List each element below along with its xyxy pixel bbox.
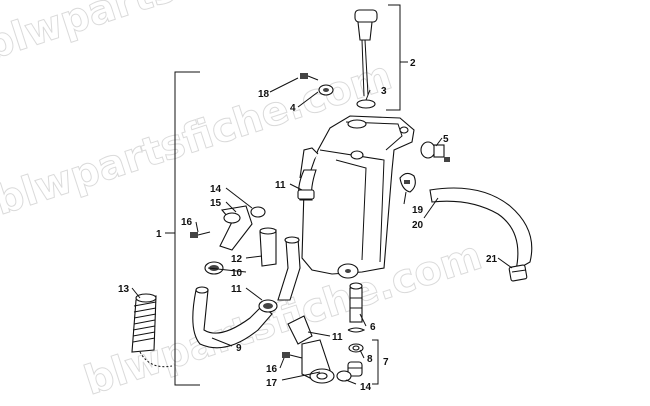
tank-hose-11 — [297, 169, 317, 201]
hose-end-21 — [508, 264, 528, 282]
hose-12 — [259, 227, 277, 267]
callout-13: 13 — [118, 284, 130, 295]
dipstick-cap — [354, 9, 378, 109]
hose-lower-11 — [287, 315, 313, 345]
gasket-14-upper — [250, 206, 266, 218]
callout-10: 10 — [231, 268, 243, 279]
callout-17: 17 — [266, 378, 278, 389]
callout-14-lower: 14 — [360, 382, 372, 393]
bracket-1 — [165, 71, 200, 386]
callout-2: 2 — [410, 58, 416, 69]
callout-14-upper: 14 — [210, 184, 222, 195]
callout-19: 19 — [412, 205, 424, 216]
callout-8: 8 — [367, 354, 373, 365]
fitting-5 — [420, 141, 450, 162]
bracket-7 — [372, 339, 379, 385]
neck-17 — [301, 339, 335, 384]
hose-9 — [192, 286, 273, 349]
callout-20: 20 — [412, 220, 424, 231]
clamp-10 — [204, 261, 224, 275]
reservoir-tank — [299, 115, 415, 279]
callout-9: 9 — [236, 343, 242, 354]
clamp-19 — [399, 172, 416, 193]
callout-1: 1 — [156, 229, 162, 240]
callout-18: 18 — [258, 89, 270, 100]
bolt-18 — [300, 73, 319, 81]
callout-21: 21 — [486, 254, 498, 265]
neck-15 — [219, 205, 253, 251]
drain-plug — [347, 361, 363, 377]
clamp-11-lower — [258, 299, 278, 313]
bolt-16-lower — [282, 352, 303, 359]
callout-3: 3 — [381, 86, 387, 97]
gasket-14-lower — [336, 370, 352, 382]
fitting-4 — [318, 84, 334, 96]
callout-16-lower: 16 — [266, 364, 278, 375]
callout-16-upper: 16 — [181, 217, 193, 228]
callout-11-upper: 11 — [275, 180, 286, 191]
callout-15: 15 — [210, 198, 222, 209]
callout-labels: 1 2 3 4 5 6 7 8 9 10 11 11 11 12 13 14 1… — [118, 58, 498, 393]
hose-right-11 — [277, 236, 301, 301]
callout-11-middle: 11 — [231, 284, 242, 295]
watermark-line: blwpartsfiche.com — [0, 0, 387, 70]
leader-lines — [131, 77, 513, 385]
callout-4: 4 — [290, 103, 296, 114]
bracket-2 — [386, 4, 408, 111]
corrugated-hose-13 — [131, 293, 173, 368]
callout-11-lower: 11 — [332, 332, 343, 343]
callout-5: 5 — [443, 134, 449, 145]
callout-7: 7 — [383, 357, 389, 368]
sight-tube-6 — [347, 282, 366, 333]
callout-12: 12 — [231, 254, 243, 265]
bolt-16-upper — [190, 231, 211, 238]
callout-6: 6 — [370, 322, 376, 333]
o-ring-8 — [348, 343, 364, 353]
